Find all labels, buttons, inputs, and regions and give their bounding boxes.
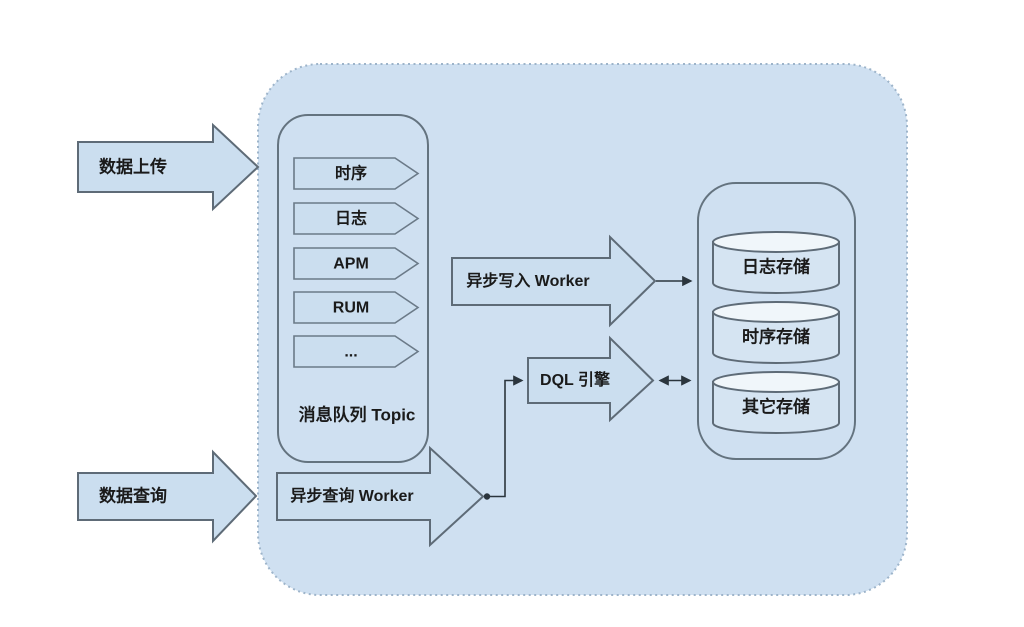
platform-container (257, 63, 908, 596)
queue-topic-label: ... (344, 344, 357, 361)
other-storage-label: 其它存储 (742, 396, 810, 416)
async-write-worker-arrow-icon (451, 234, 657, 328)
log-storage-database-icon (712, 231, 840, 294)
queue-topic-apm-icon (293, 247, 420, 280)
dql-engine-arrow-icon (527, 335, 655, 423)
queue-topic-label: APM (333, 256, 369, 273)
storage-container (697, 182, 856, 460)
query-to-dql-connector (487, 375, 524, 498)
dql-engine-label: DQL 引擎 (540, 370, 611, 389)
queue-topic-more-icon (293, 335, 420, 368)
data-query-label: 数据查询 (99, 485, 167, 505)
log-storage-label: 日志存储 (742, 256, 810, 276)
data-upload-arrow-icon (77, 122, 260, 212)
queue-topic-rum-icon (293, 291, 420, 324)
timeseries-storage-label: 时序存储 (742, 326, 810, 346)
data-upload-label: 数据上传 (99, 156, 167, 176)
message-queue-title: 消息队列 Topic (299, 404, 416, 424)
async-write-worker-label: 异步写入 Worker (466, 271, 589, 290)
queue-topic-timeseries-icon (293, 157, 420, 190)
message-queue-box (277, 114, 429, 463)
timeseries-storage-database-icon (712, 301, 840, 364)
async-query-worker-label: 异步查询 Worker (290, 486, 413, 505)
queue-topic-label: 日志 (335, 209, 367, 228)
data-query-arrow-icon (77, 449, 258, 544)
queue-topic-label: 时序 (335, 164, 367, 183)
queue-topic-list: 时序 日志 APM RUM ... (293, 157, 420, 368)
queue-topic-logs-icon (293, 202, 420, 235)
queue-topic-label: RUM (333, 300, 369, 317)
async-query-worker-arrow-icon (276, 445, 485, 548)
other-storage-database-icon (712, 371, 840, 434)
